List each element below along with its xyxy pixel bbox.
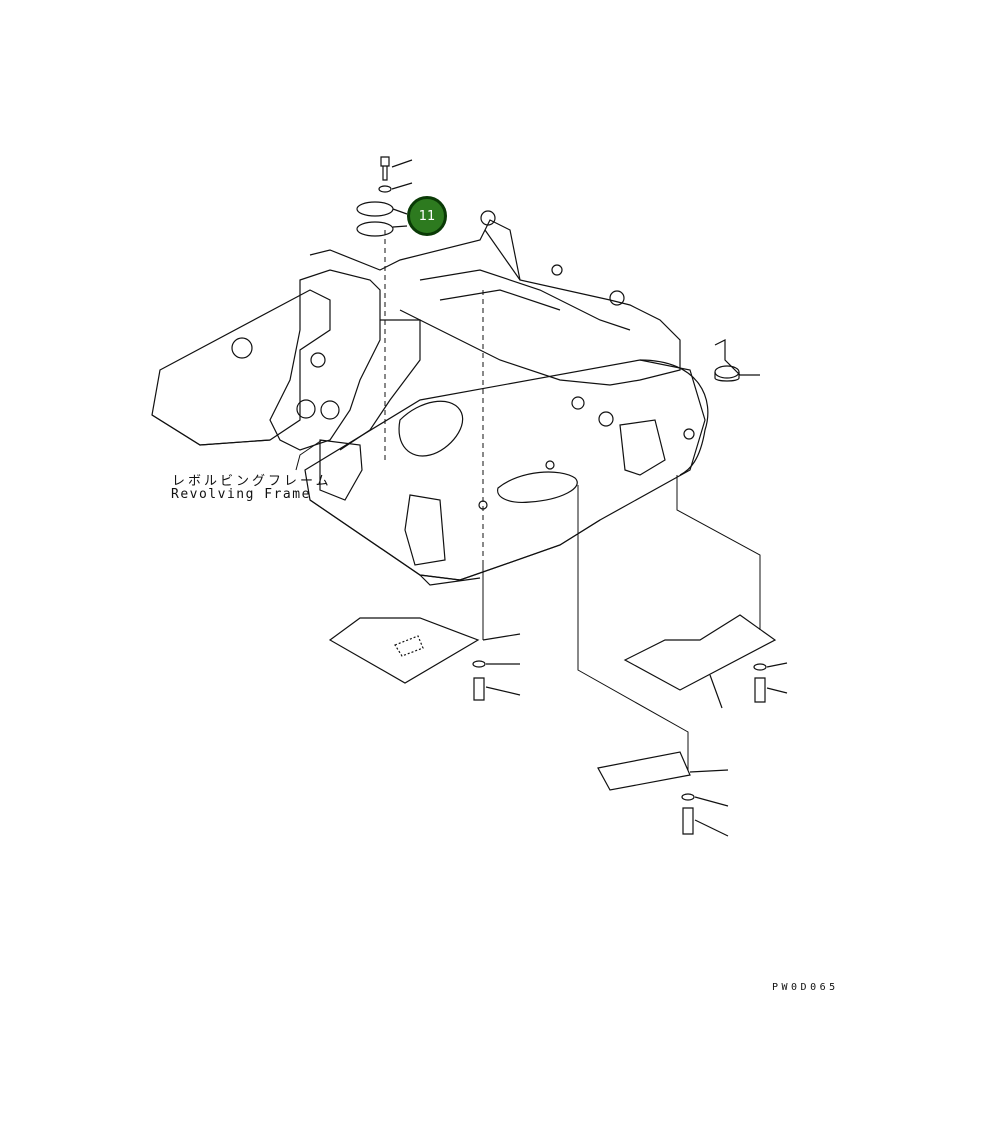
undercovers bbox=[328, 614, 788, 837]
revolving-frame bbox=[151, 210, 740, 586]
frame-label-english: Revolving Frame bbox=[171, 487, 311, 502]
label-leader bbox=[295, 439, 323, 471]
part-callout-badge[interactable]: 11 bbox=[407, 196, 447, 236]
assembly-lines bbox=[384, 230, 761, 770]
top-hardware bbox=[356, 156, 760, 376]
drawing-code: PW0D065 bbox=[772, 982, 839, 993]
frame-label-japanese: レボルビングフレーム bbox=[172, 474, 332, 489]
